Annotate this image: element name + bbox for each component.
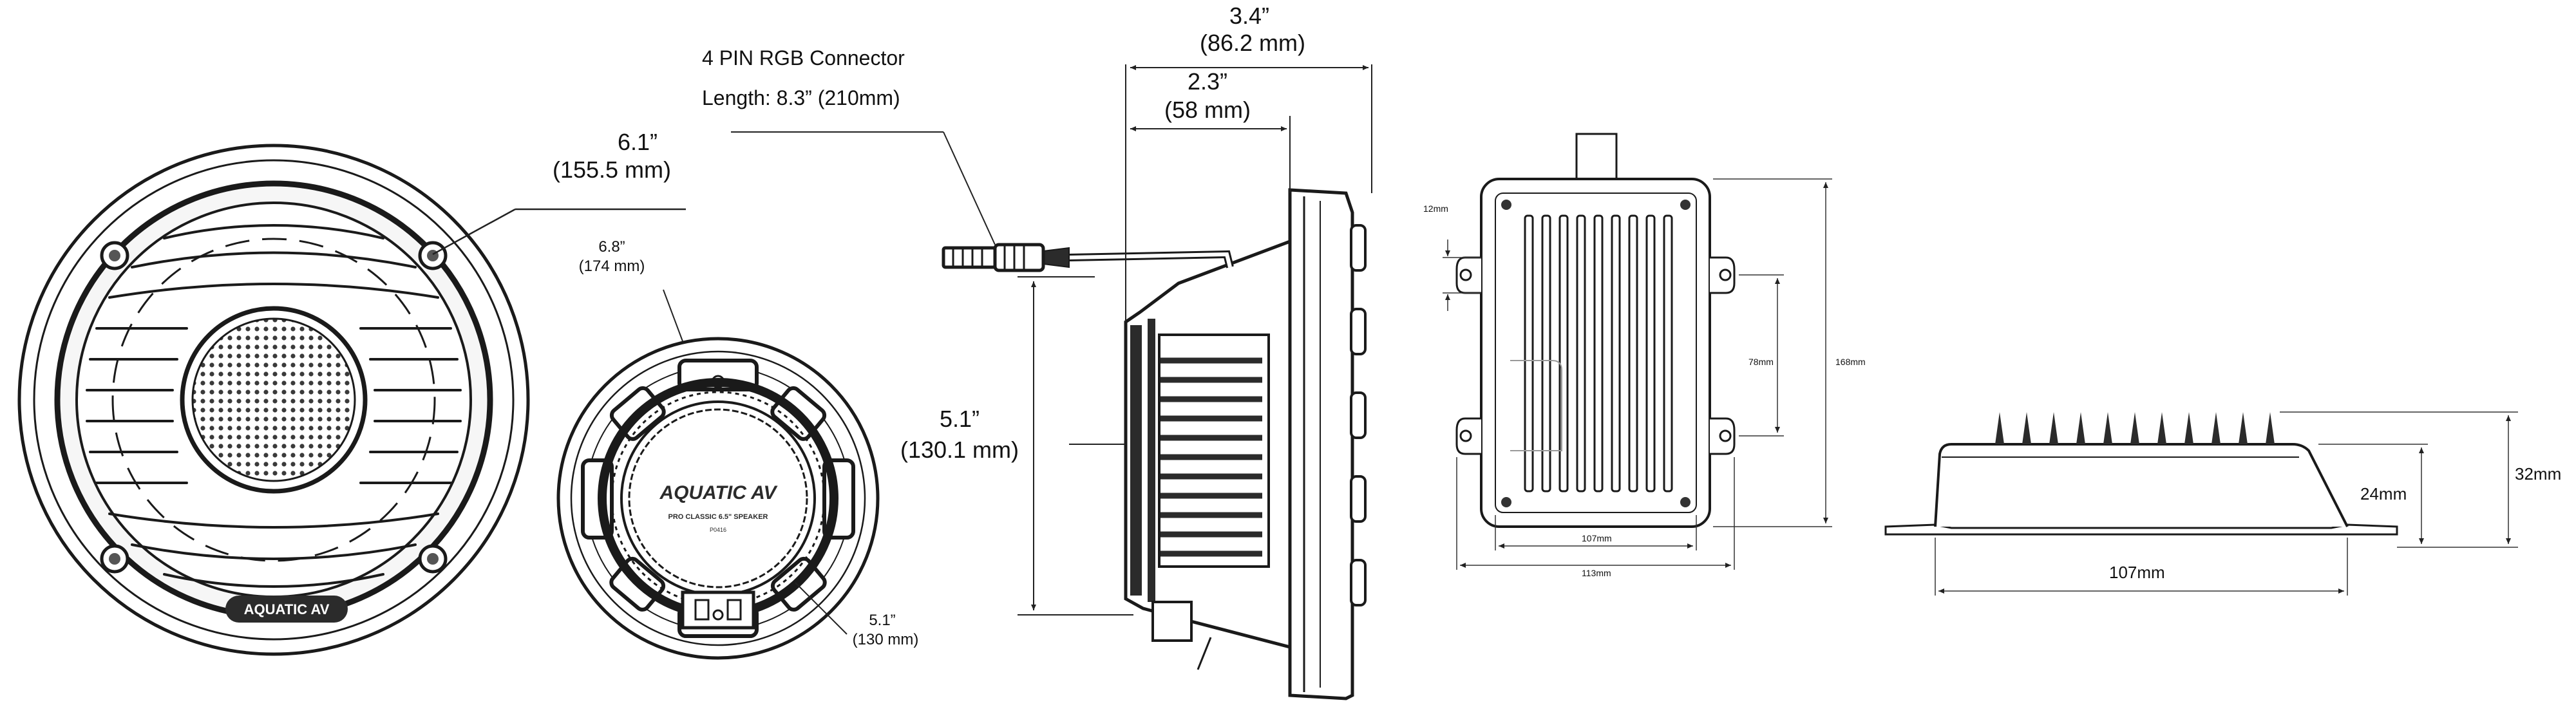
front-dim-inch: 6.1” xyxy=(617,129,658,155)
front-leader xyxy=(432,208,686,256)
front-dim-mm: (155.5 mm) xyxy=(552,156,672,183)
controller-dim-168: 168mm xyxy=(1835,357,1866,367)
speaker-back-view xyxy=(556,337,880,660)
side-cutout-mm: (130.1 mm) xyxy=(900,437,1019,463)
side-dimension-lines xyxy=(731,64,1372,615)
controller-side-dim-107: 107mm xyxy=(2109,563,2165,582)
controller-dim-12: 12mm xyxy=(1423,203,1448,214)
connector-title: 4 PIN RGB Connector xyxy=(702,46,905,70)
connector-length: Length: 8.3” (210mm) xyxy=(702,86,900,109)
side-depth-mount-mm: (58 mm) xyxy=(1164,97,1251,123)
side-depth-total-mm: (86.2 mm) xyxy=(1199,30,1306,56)
back-outer-dim-inch: 6.8” xyxy=(598,238,625,256)
back-inner-dim-mm: (130 mm) xyxy=(852,631,919,648)
controller-side-dim-32: 32mm xyxy=(2515,464,2562,484)
back-spec-text: P0416 xyxy=(710,527,726,533)
controller-dim-107: 107mm xyxy=(1582,533,1612,543)
speaker-front-view xyxy=(17,144,530,656)
back-inner-dim-inch: 5.1” xyxy=(869,612,896,629)
controller-dim-113: 113mm xyxy=(1582,568,1611,578)
back-leaders xyxy=(663,289,848,635)
back-brand-text: AQUATIC AV xyxy=(659,482,778,503)
controller-side-dimension-lines xyxy=(1935,411,2518,596)
speaker-side-view xyxy=(942,188,1367,700)
controller-top-dimension-lines xyxy=(1443,178,1832,570)
controller-top-view xyxy=(1455,133,1736,528)
side-depth-total-inch: 3.4” xyxy=(1229,3,1270,29)
controller-side-view xyxy=(1884,412,2398,536)
controller-side-dim-24: 24mm xyxy=(2360,484,2407,503)
back-outer-dim-mm: (174 mm) xyxy=(578,258,645,275)
back-model-text: PRO CLASSIC 6.5" SPEAKER xyxy=(668,513,768,521)
side-cutout-inch: 5.1” xyxy=(939,406,980,432)
controller-dim-78: 78mm xyxy=(1748,357,1774,367)
front-logo-text: AQUATIC AV xyxy=(244,601,330,617)
side-depth-mount-inch: 2.3” xyxy=(1187,68,1228,95)
